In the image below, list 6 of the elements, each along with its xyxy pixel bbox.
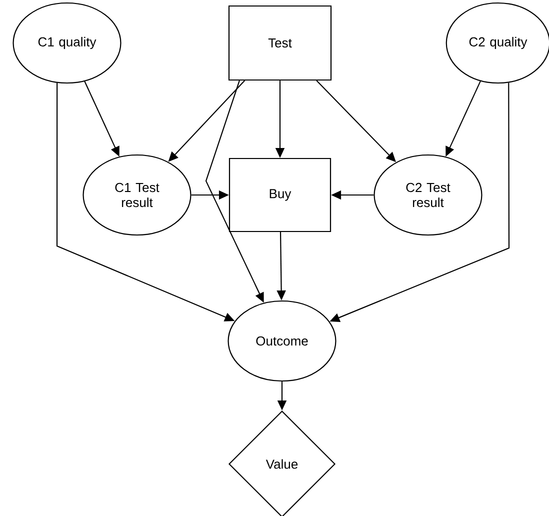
oval-node: C2 Test result	[374, 154, 482, 236]
rectangle-node: Buy	[228, 158, 332, 232]
oval-node: Outcome	[228, 300, 336, 382]
rectangle-node: Test	[228, 5, 332, 81]
oval-node: C1 Test result	[82, 154, 192, 236]
oval-node: C1 quality	[12, 2, 122, 84]
